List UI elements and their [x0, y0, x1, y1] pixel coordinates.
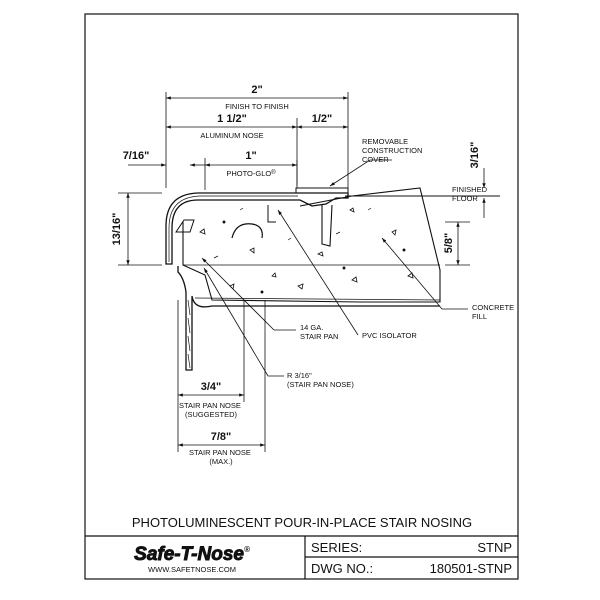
- dim-lip-width: 1/2": [312, 113, 333, 125]
- dim-aluminum-nose: ALUMINUM NOSE: [200, 131, 263, 140]
- series-value: STNP: [477, 540, 512, 555]
- logo-wordmark: Safe-T-Nose®: [134, 544, 250, 565]
- nosing-section: [165, 187, 500, 371]
- dim-photo-glo: PHOTO-GLO®: [226, 169, 276, 178]
- callout-pan: 14 GA. STAIR PAN: [300, 323, 338, 341]
- dim-overall-width: 2": [251, 84, 262, 96]
- stair-pan: [177, 266, 440, 371]
- callout-suggested: STAIR PAN NOSE (SUGGESTED): [179, 401, 243, 419]
- drawing-border: [84, 13, 519, 580]
- callout-labels: REMOVABLE CONSTRUCTION COVER FINISHED FL…: [179, 137, 516, 466]
- dim-depth: 5/8": [443, 233, 455, 254]
- title-block: [85, 535, 518, 579]
- drawing-title: PHOTOLUMINESCENT POUR-IN-PLACE STAIR NOS…: [132, 515, 472, 530]
- dim-pan-nose-suggested: 3/4": [201, 381, 222, 393]
- aluminum-nose: [165, 192, 349, 265]
- leader-lines: [201, 159, 468, 377]
- pvc-isolator: [175, 219, 195, 233]
- dimension-labels: 2" FINISH TO FINISH 1 1/2" ALUMINUM NOSE…: [111, 84, 481, 443]
- dim-finish-to-finish: FINISH TO FINISH: [225, 102, 288, 111]
- callout-radius: R 3/16" (STAIR PAN NOSE): [287, 371, 354, 389]
- callout-isolator: PVC ISOLATOR: [362, 331, 417, 340]
- anchor-hook: [231, 223, 263, 239]
- registered-mark: ®: [271, 169, 276, 176]
- dwg-value: 180501-STNP: [430, 561, 512, 576]
- series-label: SERIES:: [311, 540, 362, 555]
- dim-nose-height: 13/16": [111, 213, 123, 246]
- callout-fill: CONCRETE FILL: [472, 303, 516, 321]
- dwg-label: DWG NO.:: [311, 561, 373, 576]
- concrete-fill-outline: [182, 187, 441, 303]
- dim-photo-glo-width: 1": [245, 150, 256, 162]
- callout-cover: REMOVABLE CONSTRUCTION COVER: [362, 137, 425, 164]
- dim-top-offset: 3/16": [469, 142, 481, 169]
- dim-inset: 7/16": [123, 150, 150, 162]
- construction-cover: [295, 187, 349, 194]
- dim-pan-nose-max: 7/8": [211, 431, 232, 443]
- dimension-lines: [118, 92, 486, 452]
- callout-max: STAIR PAN NOSE (MAX.): [189, 448, 253, 466]
- callout-floor: FINISHED FLOOR: [452, 185, 489, 203]
- dim-nose-width: 1 1/2": [217, 113, 247, 125]
- anchor-leg: [321, 204, 333, 247]
- website-url: WWW.SAFETNOSE.COM: [148, 565, 236, 574]
- photo-glo-strip: [168, 195, 298, 262]
